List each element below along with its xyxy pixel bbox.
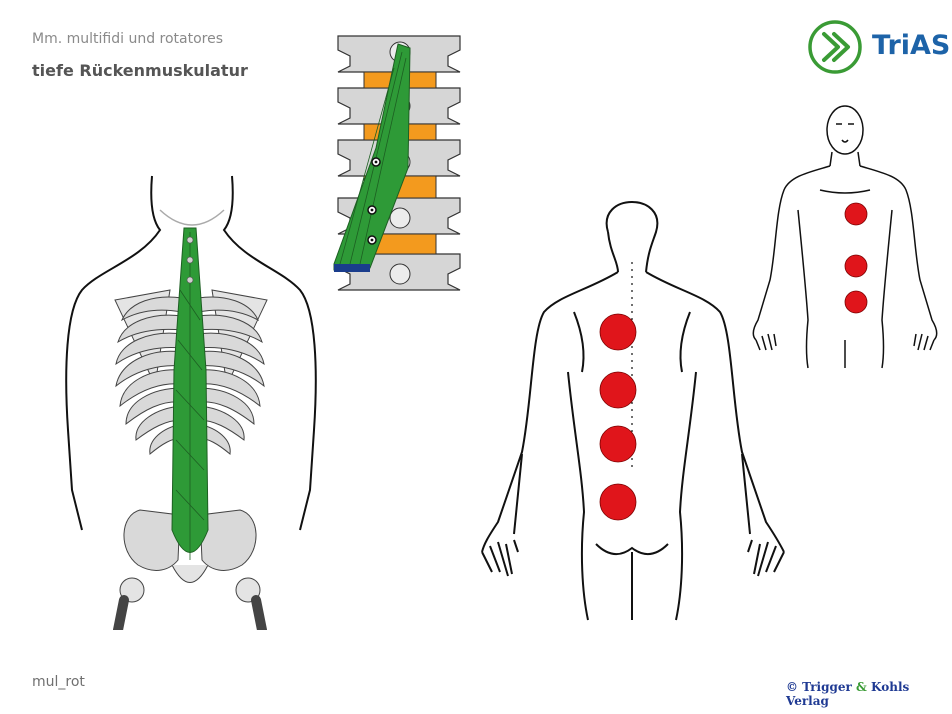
front-trigger-map-figure (752, 105, 938, 369)
posterior-skeleton-figure (65, 175, 317, 630)
trias-logo (808, 20, 862, 74)
copyright-notice: © Trigger & Kohls Verlag (786, 680, 952, 708)
vertebra-detail-figure (333, 35, 461, 291)
figure-title: tiefe Rückenmuskulatur (32, 61, 248, 80)
figure-code-label: mul_rot (32, 674, 85, 690)
copyright-suffix: Kohls Verlag (786, 680, 910, 708)
logo-text: TriAS (872, 30, 951, 61)
copyright-ampersand: & (856, 680, 867, 694)
figure-subtitle: Mm. multifidi und rotatores (32, 31, 224, 47)
copyright-prefix: © Trigger (786, 680, 857, 694)
back-trigger-map-figure (481, 201, 785, 621)
